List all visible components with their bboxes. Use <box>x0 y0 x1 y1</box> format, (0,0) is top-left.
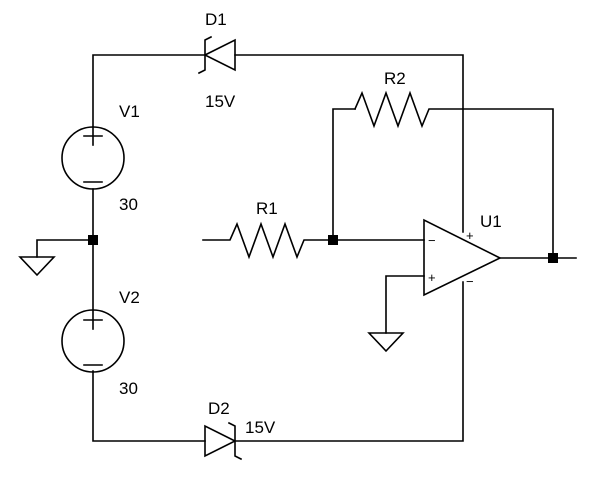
wire-supply-midpoint <box>36 188 94 311</box>
d1-label: D1 <box>205 10 227 29</box>
wire-top-rail <box>92 54 464 233</box>
ground-symbol-opamp <box>367 332 405 353</box>
junction-dot-inverting <box>328 235 338 245</box>
wire-noninverting-ground <box>367 275 425 353</box>
u1-supply-plus-sign: + <box>466 228 474 243</box>
v2-label: V2 <box>119 288 140 307</box>
v1-value: 30 <box>119 195 138 214</box>
v2-value: 30 <box>119 379 138 398</box>
wire-inverting-node <box>332 108 425 241</box>
u1-inverting-sign: − <box>428 233 436 248</box>
junction-dots <box>88 235 558 263</box>
resistor-r2 <box>353 90 554 259</box>
d2-value: 15V <box>245 418 276 437</box>
d2-label: D2 <box>208 399 230 418</box>
r1-label: R1 <box>256 199 278 218</box>
r2-label: R2 <box>384 69 406 88</box>
voltage-source-v2 <box>61 309 125 373</box>
resistor-r1 <box>202 221 334 260</box>
u1-supply-minus-sign: − <box>466 274 474 289</box>
d1-value: 15V <box>205 92 236 111</box>
junction-dot-supply-mid <box>88 235 98 245</box>
u1-label: U1 <box>480 212 502 231</box>
junction-dot-output <box>548 253 558 263</box>
zener-diode-d2 <box>204 421 243 461</box>
wire-bottom-rail <box>92 281 464 442</box>
zener-diode-d1 <box>197 35 236 75</box>
ground-symbol-supplies <box>18 256 56 277</box>
u1-noninverting-sign: + <box>428 270 436 285</box>
voltage-source-v1 <box>61 126 125 190</box>
v1-label: V1 <box>119 102 140 121</box>
